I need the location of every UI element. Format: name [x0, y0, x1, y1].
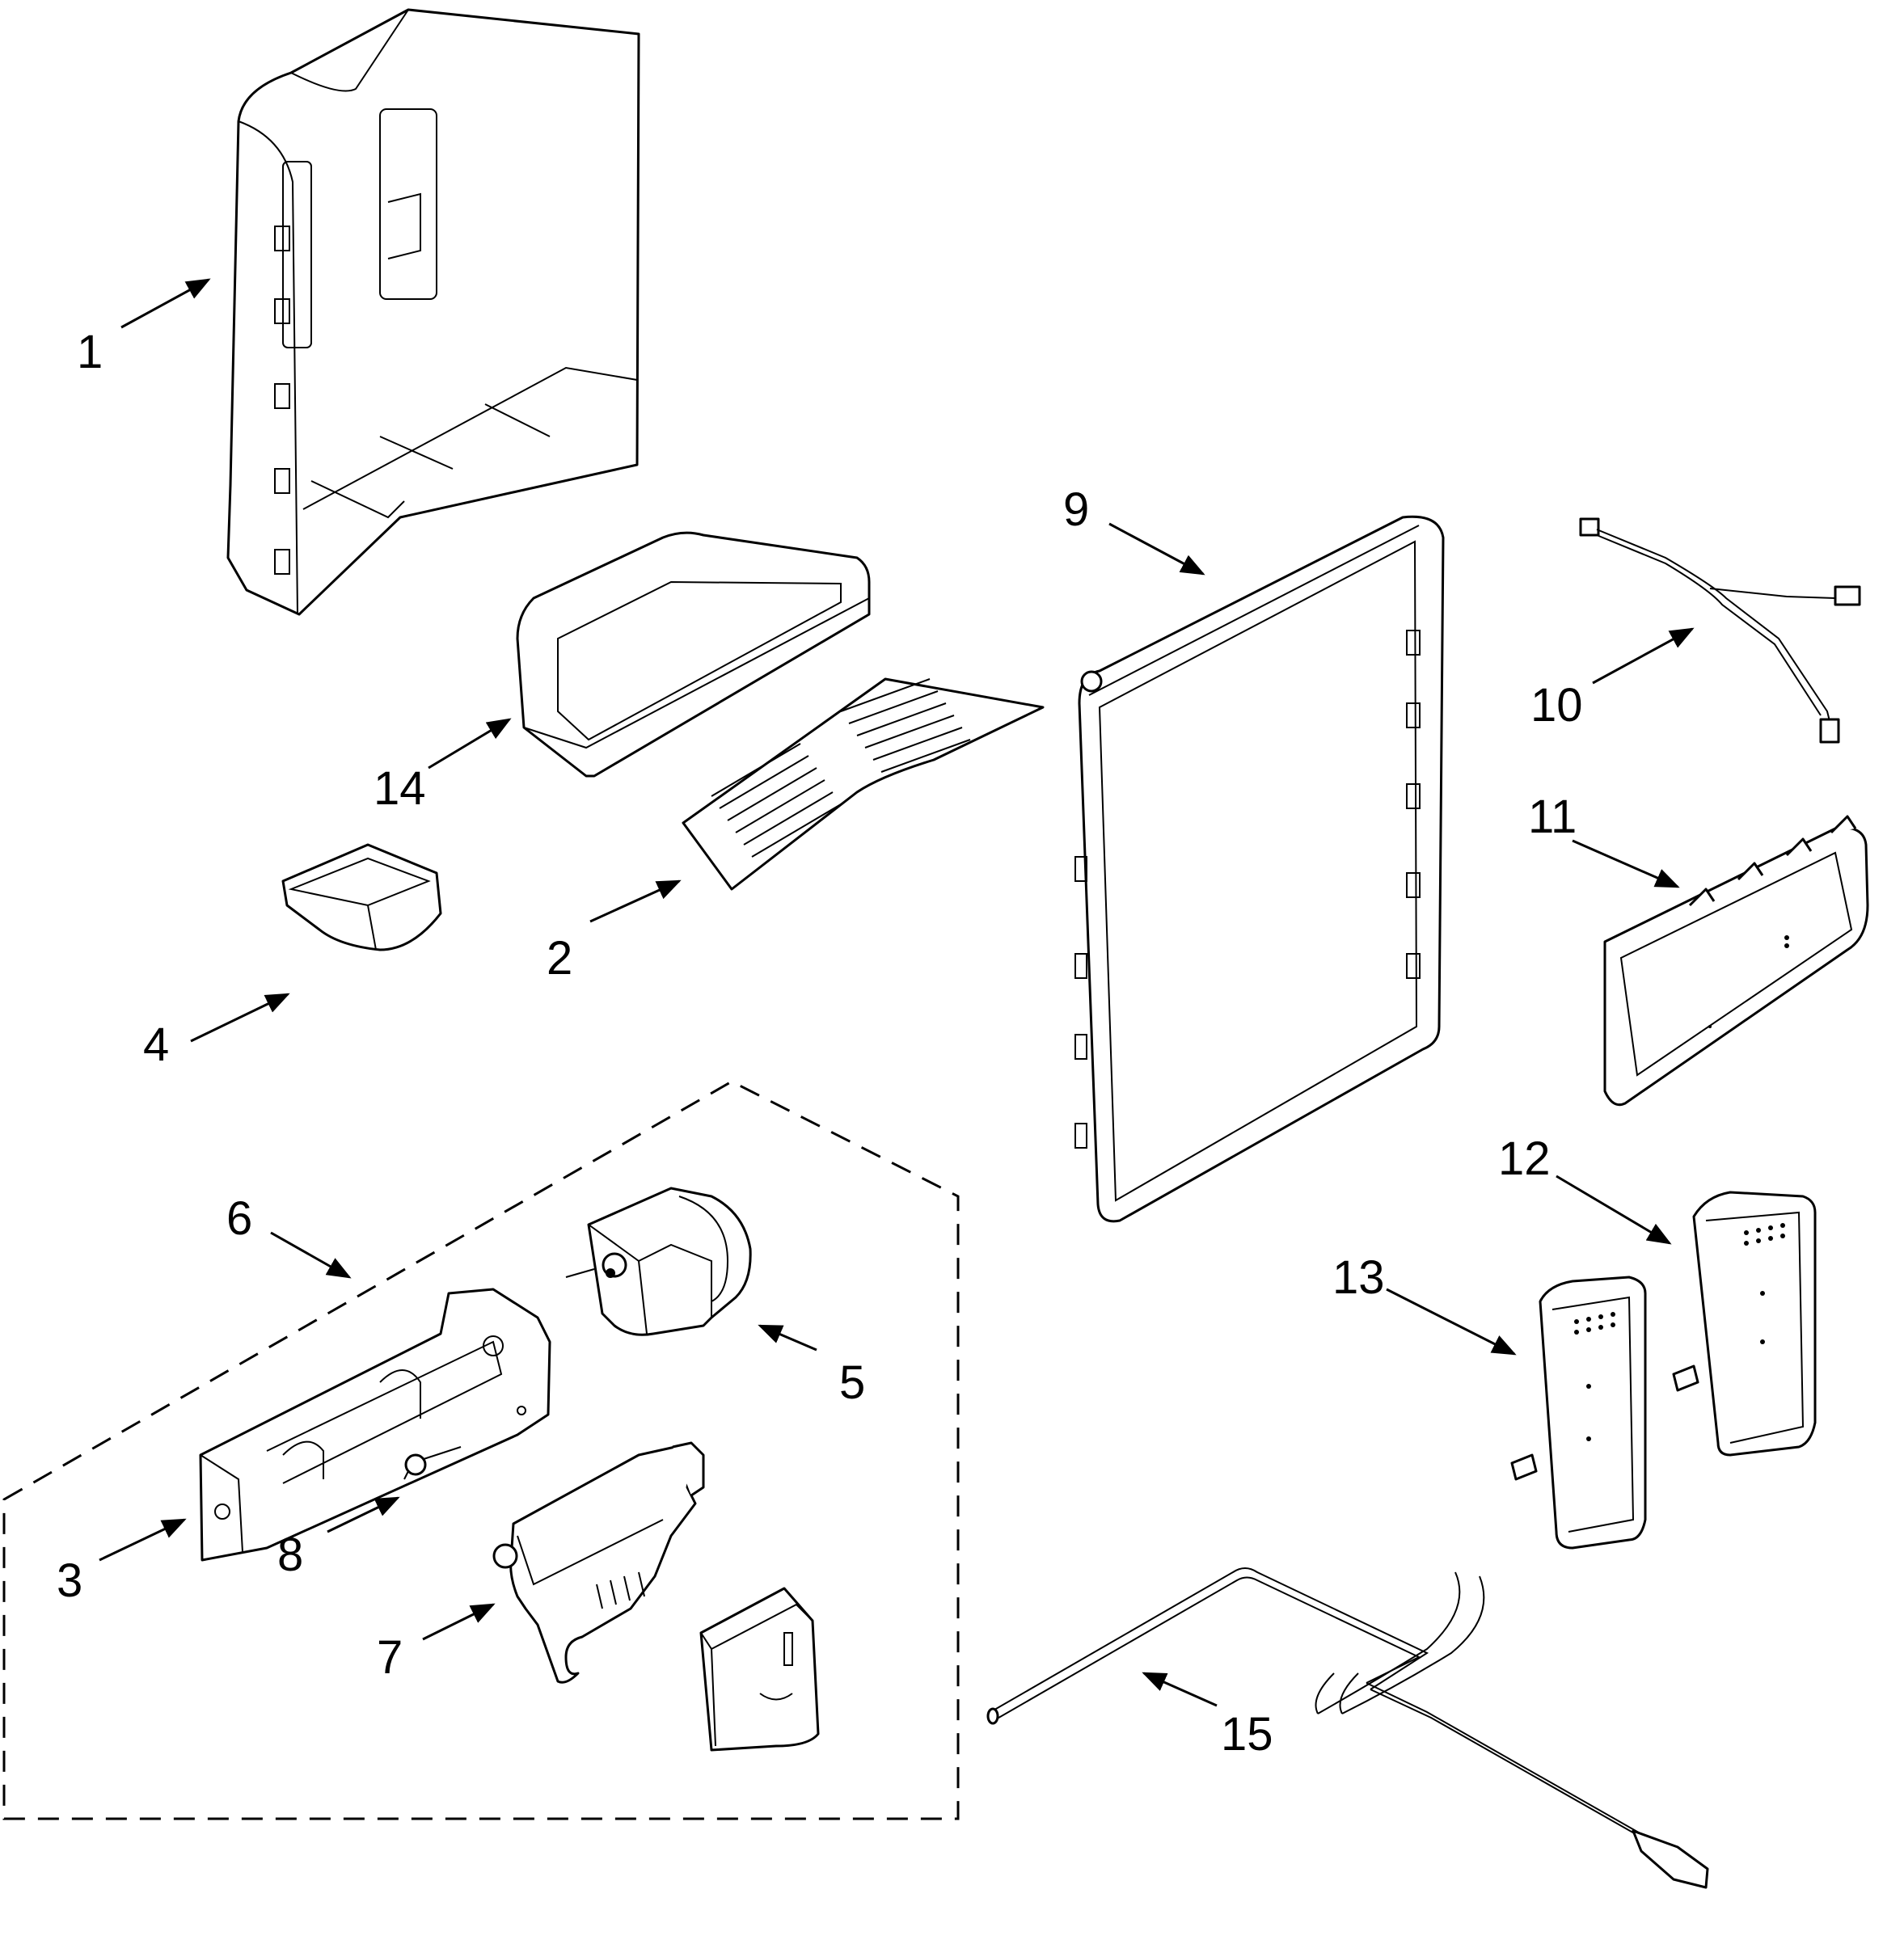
part-7-solenoid: [492, 1441, 705, 1684]
callout-2: 2: [547, 932, 572, 985]
part-9-dispenser-frame: [1074, 515, 1445, 1223]
part-2-drip-tray-grille: [682, 677, 1045, 891]
callout-8: 8: [277, 1529, 303, 1581]
part-10-wire-harness: [1579, 517, 1861, 744]
part-11-control-panel: [1603, 815, 1869, 1107]
leader-lines: [99, 278, 1695, 1707]
callout-3: 3: [57, 1554, 82, 1607]
solenoid-cover-block: [699, 1587, 820, 1752]
callout-11: 11: [1528, 791, 1577, 843]
callout-12: 12: [1498, 1132, 1551, 1185]
callout-5: 5: [839, 1356, 865, 1409]
part-3-bracket: [199, 1288, 551, 1562]
part-4-ice-chute: [281, 843, 442, 951]
assembly-6-outline: [2, 1080, 960, 1820]
callout-13: 13: [1332, 1251, 1385, 1304]
callout-7: 7: [377, 1631, 403, 1684]
part-12-paddle-button: [1672, 1191, 1817, 1457]
part-8-screw: [403, 1446, 462, 1480]
callout-6: 6: [226, 1192, 252, 1245]
callout-4: 4: [143, 1018, 169, 1071]
callout-9: 9: [1063, 483, 1089, 536]
part-15-heater-tube: [986, 1567, 1709, 1889]
callout-14: 14: [374, 762, 426, 815]
part-14-drip-tray-frame: [516, 531, 871, 778]
part-5-motor: [565, 1187, 752, 1336]
callout-1: 1: [77, 326, 103, 378]
callout-labels: 1 14 2 4 9 10 11 12 13 6 5 3 8 7 15: [57, 326, 1583, 1761]
part-1-dispenser-housing: [226, 8, 640, 616]
part-13-paddle-button: [1510, 1276, 1647, 1550]
callout-10: 10: [1530, 679, 1583, 732]
callout-15: 15: [1221, 1708, 1273, 1761]
